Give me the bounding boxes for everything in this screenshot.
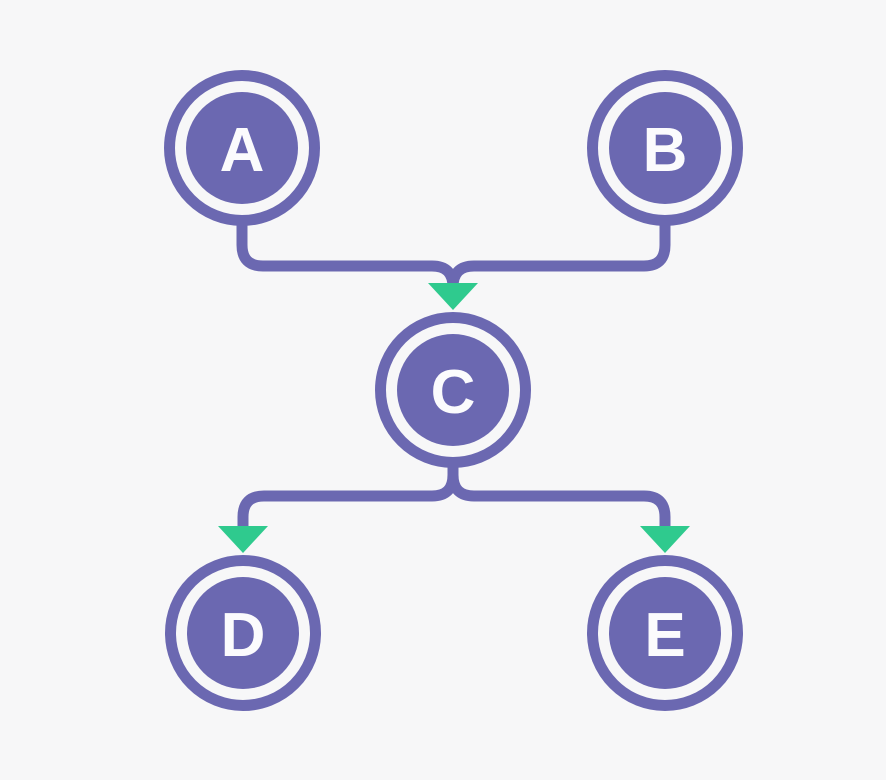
- node-body: [186, 92, 298, 204]
- node-outer-ring: [587, 70, 743, 226]
- edge-B-C: [447, 216, 671, 289]
- node-body: [187, 577, 299, 689]
- node-B[interactable]: B: [587, 70, 743, 226]
- arrow-down-E-icon: [640, 526, 690, 553]
- node-body: [609, 92, 721, 204]
- edge-C-E: [447, 458, 671, 532]
- node-outer-ring: [165, 555, 321, 711]
- node-A[interactable]: A: [164, 70, 320, 226]
- arrow-down-D-icon: [218, 526, 268, 553]
- node-C[interactable]: C: [375, 312, 531, 468]
- node-label: E: [644, 601, 685, 670]
- node-label: A: [220, 116, 265, 185]
- arrow-down-C-icon: [428, 283, 478, 310]
- node-label: B: [643, 116, 688, 185]
- node-label: D: [221, 601, 266, 670]
- node-E[interactable]: E: [587, 555, 743, 711]
- node-body: [397, 334, 509, 446]
- node-D[interactable]: D: [165, 555, 321, 711]
- node-outer-ring: [375, 312, 531, 468]
- node-outer-ring: [164, 70, 320, 226]
- node-body: [609, 577, 721, 689]
- node-label: C: [431, 358, 476, 427]
- node-outer-ring: [587, 555, 743, 711]
